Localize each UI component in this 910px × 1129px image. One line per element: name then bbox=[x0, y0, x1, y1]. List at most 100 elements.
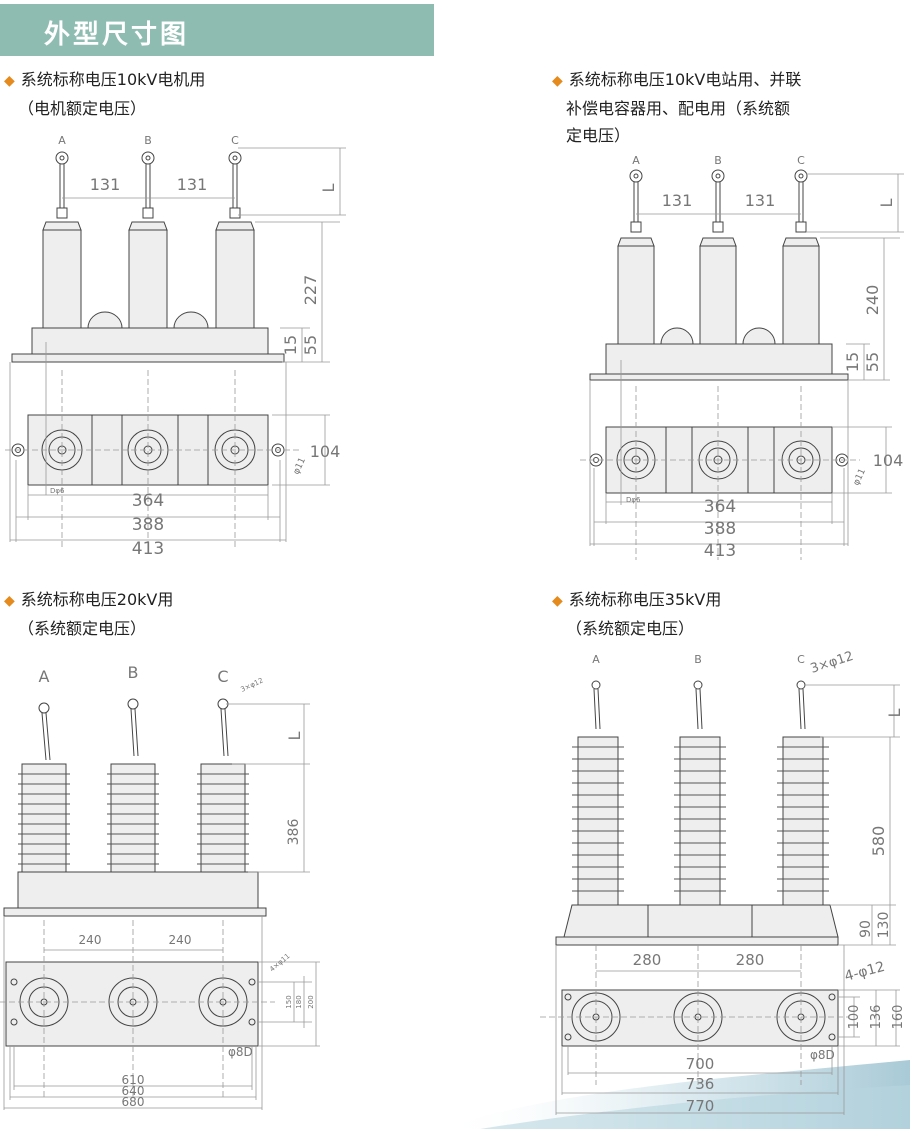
phase-label-c: C bbox=[797, 154, 805, 167]
drawing-10kv-station: A B C 131 131 L 240 55 15 104 φ11 Dφ6 36… bbox=[580, 154, 904, 561]
drawing-10kv-motor: A B C 131 131 L 227 55 15 104 φ11 Dφ6 36… bbox=[5, 134, 346, 559]
phase-label-b: B bbox=[714, 154, 722, 167]
phase-label-a: A bbox=[632, 154, 640, 167]
dim-height-main: 240 bbox=[863, 285, 882, 316]
dim-pitch-2: 131 bbox=[177, 175, 208, 194]
dim-width-1: 700 bbox=[686, 1055, 715, 1073]
heading-line: 系统标称电压10kV电站用、并联 bbox=[568, 70, 802, 89]
ground-label: φ8D bbox=[228, 1045, 253, 1059]
dim-width-1: 610 bbox=[122, 1073, 145, 1087]
ground-label: Dφ6 bbox=[50, 487, 65, 495]
dim-width-2: 388 bbox=[704, 519, 736, 539]
dim-136: 136 bbox=[869, 1005, 884, 1030]
diamond-bullet-icon: ◆ bbox=[552, 593, 563, 609]
dim-height-main: 386 bbox=[286, 819, 302, 846]
dim-pitch-1: 240 bbox=[79, 933, 102, 947]
dim-180: 180 bbox=[295, 995, 303, 1008]
dim-height-main: 227 bbox=[301, 275, 320, 306]
dim-hole: φ11 bbox=[852, 467, 868, 487]
drawing-35kv: A B C 3×φ12 L 580 130 90 280 280 4-φ12 1… bbox=[540, 649, 906, 1115]
phase-label-a: A bbox=[39, 667, 50, 686]
terminal-c bbox=[796, 680, 806, 730]
heading-35kv: ◆ 系统标称电压35kV用 （系统额定电压） bbox=[552, 586, 721, 642]
terminal-b bbox=[693, 680, 703, 730]
terminal-b bbox=[711, 169, 725, 233]
heading-10kv-station: ◆ 系统标称电压10kV电站用、并联 补偿电容器用、配电用（系统额 定电压） bbox=[552, 66, 801, 149]
heading-line: 补偿电容器用、配电用（系统额 bbox=[566, 99, 791, 118]
phase-label-c: C bbox=[231, 134, 239, 147]
heading-line: 系统标称电压35kV用 bbox=[568, 590, 722, 609]
dim-height-base: 55 bbox=[863, 352, 882, 372]
phase-label-c: C bbox=[797, 653, 805, 666]
terminal-b bbox=[141, 151, 155, 219]
dim-length-l: L bbox=[885, 708, 904, 717]
dim-160: 160 bbox=[891, 1005, 906, 1030]
dim-height-flange: 15 bbox=[281, 335, 300, 355]
terminal-c bbox=[228, 151, 242, 219]
dim-length-l: L bbox=[319, 183, 338, 192]
dim-height-90: 90 bbox=[858, 920, 874, 938]
terminal-a bbox=[591, 680, 601, 730]
dim-width-3: 770 bbox=[686, 1097, 715, 1115]
diamond-bullet-icon: ◆ bbox=[552, 73, 563, 89]
dim-pitch-1: 131 bbox=[90, 175, 121, 194]
phase-label-b: B bbox=[144, 134, 152, 147]
dim-pitch-2: 240 bbox=[169, 933, 192, 947]
diamond-bullet-icon: ◆ bbox=[4, 593, 15, 609]
dim-pitch-2: 131 bbox=[745, 191, 776, 210]
heading-line: 定电压） bbox=[566, 126, 631, 145]
terminal-c bbox=[794, 169, 808, 233]
heading-line: 系统标称电压20kV用 bbox=[20, 590, 174, 609]
heading-line: （系统额定电压） bbox=[18, 619, 147, 638]
dim-length-l: L bbox=[285, 731, 304, 740]
dim-holes: 4-φ12 bbox=[843, 959, 887, 985]
dim-width-1: 364 bbox=[132, 491, 164, 511]
diamond-bullet-icon: ◆ bbox=[4, 73, 15, 89]
dim-width-2: 388 bbox=[132, 515, 164, 535]
drawing-20kv: A B C 3×φ12 L 386 240 240 4×φ11 150 180 … bbox=[0, 663, 320, 1110]
dim-terminal: 3×φ12 bbox=[239, 676, 264, 693]
dim-depth: 104 bbox=[310, 442, 341, 461]
phase-label-c: C bbox=[217, 667, 228, 686]
dim-hole: φ11 bbox=[292, 456, 308, 476]
page-title: 外型尺寸图 bbox=[44, 20, 190, 50]
dim-depth: 104 bbox=[873, 451, 904, 470]
dim-200: 200 bbox=[307, 995, 315, 1008]
dim-length-l: L bbox=[877, 198, 896, 207]
terminal-b bbox=[127, 698, 139, 757]
heading-line: （系统额定电压） bbox=[566, 619, 695, 638]
phase-label-b: B bbox=[694, 653, 702, 666]
dim-width-1: 364 bbox=[704, 497, 736, 517]
phase-label-a: A bbox=[592, 653, 600, 666]
heading-line: 系统标称电压10kV电机用 bbox=[20, 70, 206, 89]
section-banner: 外型尺寸图 bbox=[0, 4, 434, 56]
dim-width-3: 413 bbox=[132, 539, 164, 559]
dim-height-130: 130 bbox=[876, 912, 892, 939]
heading-line: （电机额定电压） bbox=[18, 99, 147, 118]
phase-label-b: B bbox=[128, 663, 139, 682]
ground-label: Dφ6 bbox=[626, 496, 641, 504]
dim-holes: 4×φ11 bbox=[268, 952, 291, 973]
dim-pitch-1: 131 bbox=[662, 191, 693, 210]
terminal-c bbox=[217, 698, 229, 757]
dim-100: 100 bbox=[847, 1005, 862, 1030]
dim-height-main: 580 bbox=[869, 826, 888, 857]
dim-pitch-2: 280 bbox=[736, 951, 765, 969]
terminal-a bbox=[55, 151, 69, 219]
dim-terminal: 3×φ12 bbox=[809, 649, 856, 677]
phase-label-a: A bbox=[58, 134, 66, 147]
heading-10kv-motor: ◆ 系统标称电压10kV电机用 （电机额定电压） bbox=[4, 66, 205, 122]
dim-height-flange: 15 bbox=[843, 352, 862, 372]
dim-width-3: 680 bbox=[122, 1095, 145, 1109]
dim-height-base: 55 bbox=[301, 335, 320, 355]
dim-width-3: 413 bbox=[704, 541, 736, 561]
dim-150: 150 bbox=[285, 995, 293, 1008]
terminal-a bbox=[38, 702, 51, 761]
dim-pitch-1: 280 bbox=[633, 951, 662, 969]
decorative-wave bbox=[440, 1060, 910, 1129]
dim-width-2: 640 bbox=[122, 1084, 145, 1098]
dim-width-2: 736 bbox=[686, 1075, 715, 1093]
terminal-a bbox=[629, 169, 643, 233]
heading-20kv: ◆ 系统标称电压20kV用 （系统额定电压） bbox=[4, 586, 173, 642]
ground-label: φ8D bbox=[810, 1048, 835, 1062]
